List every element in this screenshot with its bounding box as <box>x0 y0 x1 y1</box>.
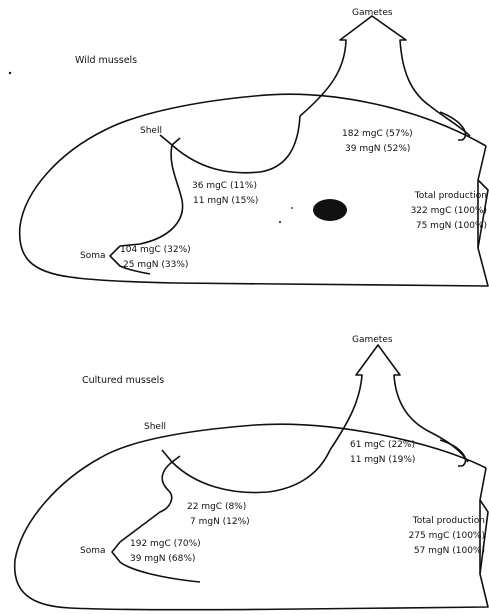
cultured-title: Cultured mussels <box>82 376 164 386</box>
wild-total-nitrogen: 75 mgN (100%) <box>416 222 487 231</box>
wild-gametes-carbon: 182 mgC (57%) <box>342 130 413 139</box>
cultured-shell-carbon: 22 mgC (8%) <box>187 503 246 512</box>
wild-shell-label: Shell <box>140 127 162 136</box>
wild-soma-label: Soma <box>80 252 106 261</box>
wild-soma-divider <box>120 145 183 246</box>
cultured-gametes-divider <box>440 440 466 466</box>
cultured-shell-label: Shell <box>144 423 166 432</box>
wild-ink-blot <box>313 199 347 221</box>
cultured-gametes-label: Gametes <box>352 336 393 345</box>
cultured-total-nitrogen: 57 mgN (100%) <box>414 547 485 556</box>
wild-speck-1 <box>9 72 11 74</box>
cultured-soma-carbon: 192 mgC (70%) <box>130 540 201 549</box>
wild-speck-2 <box>279 221 281 223</box>
wild-gametes-nitrogen: 39 mgN (52%) <box>345 145 410 154</box>
wild-title: Wild mussels <box>75 56 137 66</box>
wild-shell-arrow <box>160 135 180 145</box>
cultured-shell-flow-curve <box>172 450 330 493</box>
cultured-soma-label: Soma <box>80 547 106 556</box>
wild-gametes-arrow <box>300 16 470 136</box>
cultured-gametes-carbon: 61 mgC (22%) <box>350 441 415 450</box>
wild-shell-nitrogen: 11 mgN (15%) <box>193 197 258 206</box>
cultured-total-carbon: 275 mgC (100%) <box>409 532 485 541</box>
wild-gametes-label: Gametes <box>352 9 393 18</box>
cultured-soma-nitrogen: 39 mgN (68%) <box>130 555 195 564</box>
wild-total-carbon: 322 mgC (100%) <box>411 207 487 216</box>
wild-soma-carbon: 104 mgC (32%) <box>120 246 191 255</box>
wild-shell-flow-curve <box>172 116 300 173</box>
wild-soma-nitrogen: 25 mgN (33%) <box>123 261 188 270</box>
cultured-total-label: Total production <box>413 517 485 526</box>
cultured-shell-nitrogen: 7 mgN (12%) <box>190 518 250 527</box>
cultured-shell-arrow <box>162 450 180 462</box>
cultured-soma-divider <box>120 462 172 542</box>
wild-total-label: Total production <box>415 192 487 201</box>
wild-speck-3 <box>291 207 293 209</box>
cultured-gametes-nitrogen: 11 mgN (19%) <box>350 456 415 465</box>
wild-shell-carbon: 36 mgC (11%) <box>192 182 257 191</box>
